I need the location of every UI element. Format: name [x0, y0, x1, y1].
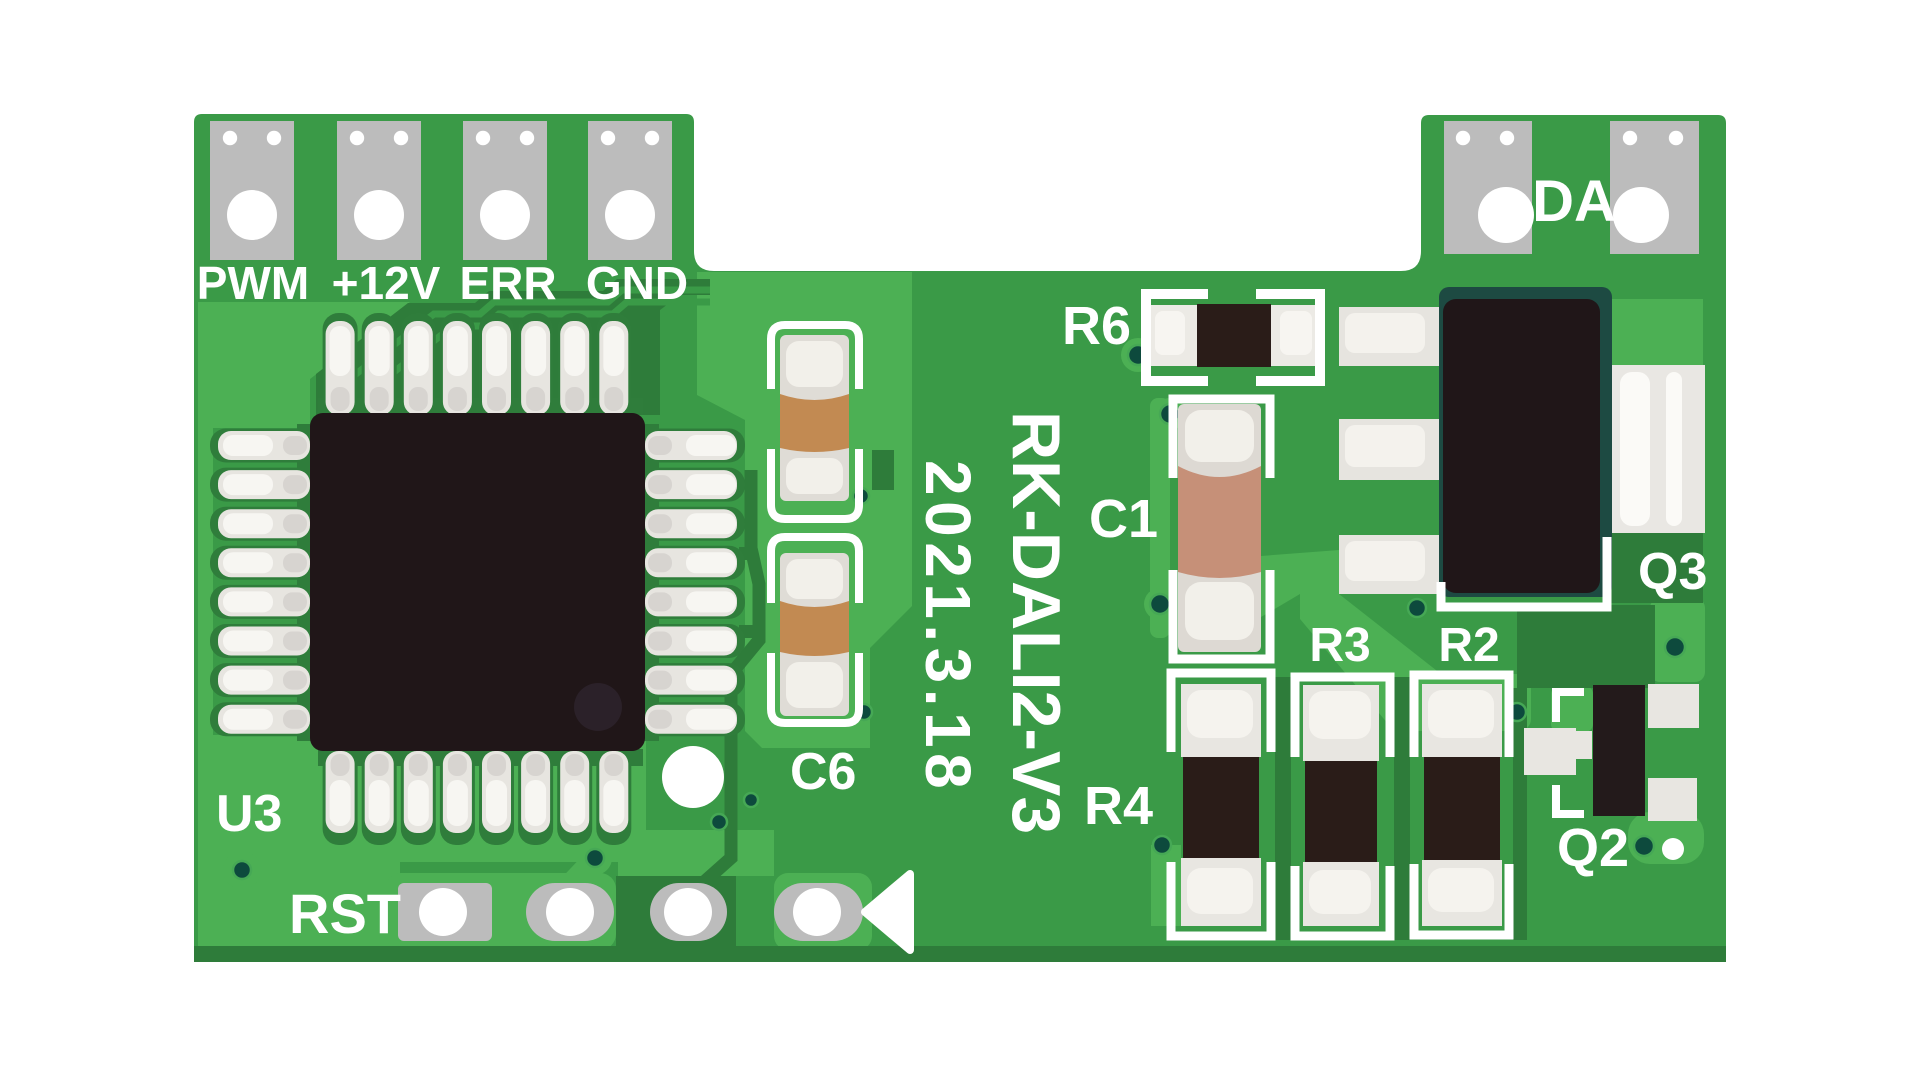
svg-text:U3: U3	[216, 785, 282, 843]
svg-text:C1: C1	[1089, 489, 1158, 549]
svg-text:R3: R3	[1309, 619, 1370, 672]
svg-text:RK-DALI2-V3: RK-DALI2-V3	[998, 411, 1074, 834]
svg-text:PWM: PWM	[197, 257, 309, 309]
svg-text:R4: R4	[1084, 776, 1153, 836]
svg-text:ERR: ERR	[459, 257, 556, 309]
svg-text:Q3: Q3	[1638, 543, 1707, 601]
svg-text:DA: DA	[1532, 169, 1616, 234]
svg-text:2021.3.18: 2021.3.18	[912, 460, 984, 794]
svg-text:+12V: +12V	[332, 257, 441, 309]
svg-text:R6: R6	[1062, 296, 1131, 356]
svg-text:RST: RST	[289, 882, 401, 945]
svg-text:GND: GND	[586, 257, 688, 309]
svg-text:C6: C6	[790, 743, 856, 801]
svg-text:R2: R2	[1438, 619, 1499, 672]
svg-text:Q2: Q2	[1557, 818, 1629, 878]
